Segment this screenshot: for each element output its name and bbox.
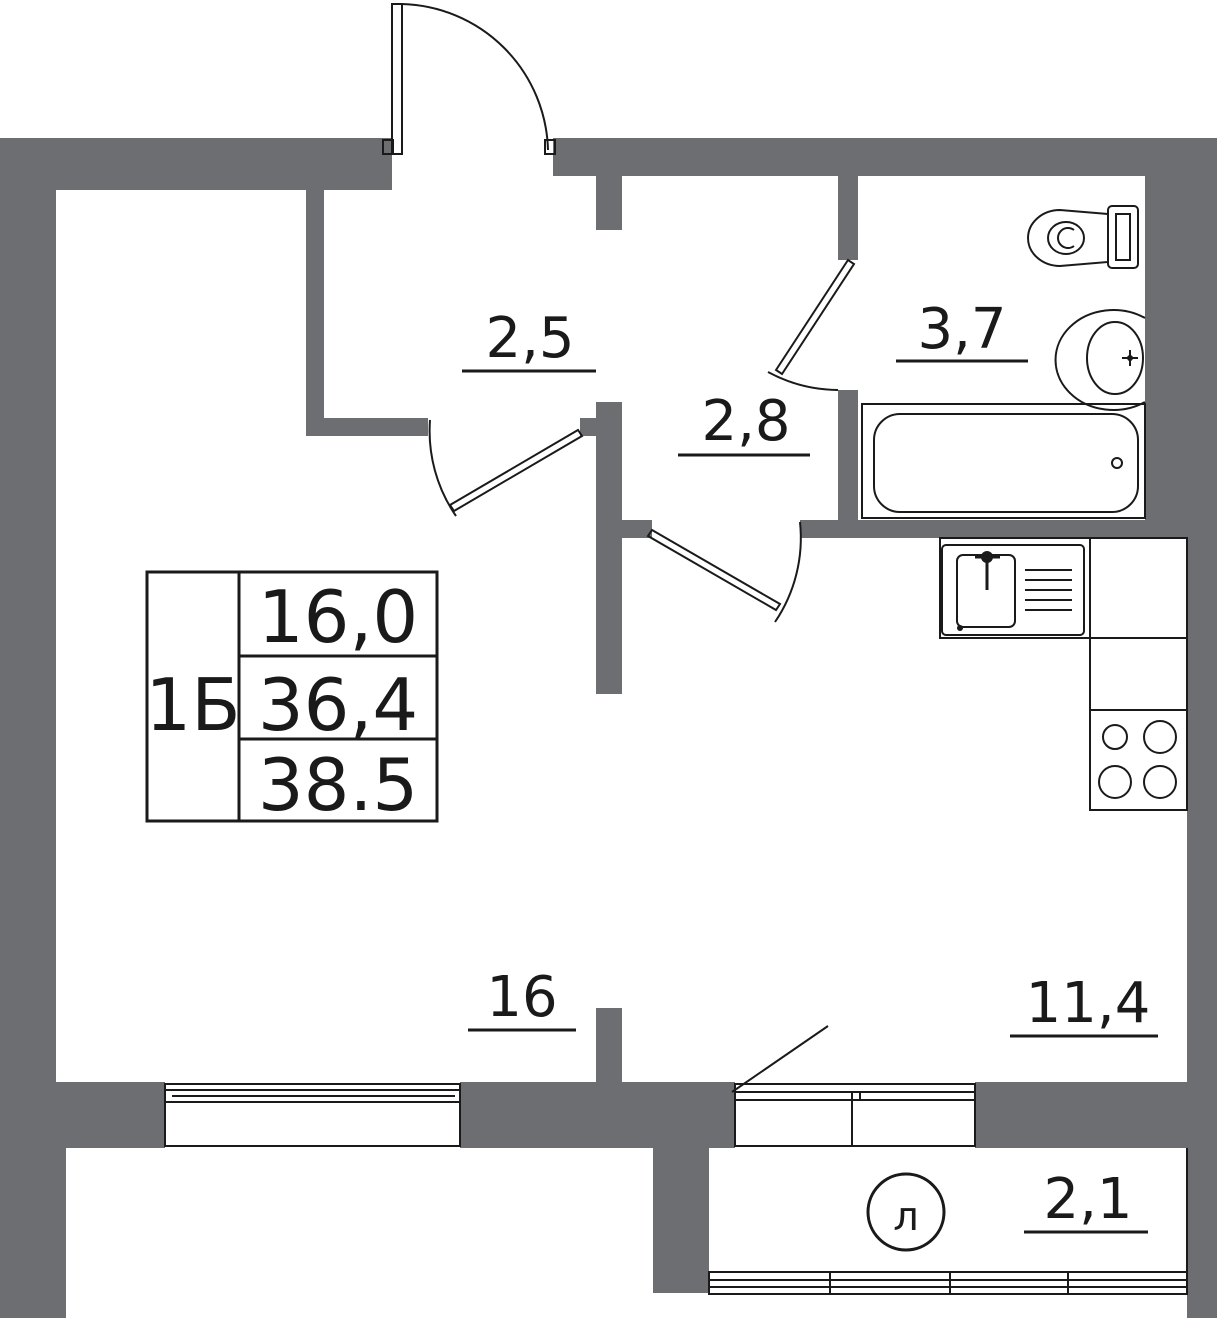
living-area-value: 16,0 bbox=[258, 575, 418, 659]
partition-center-jamb bbox=[622, 520, 652, 538]
bathtub-icon bbox=[861, 403, 1146, 519]
hall-area-label: 2,8 bbox=[701, 389, 790, 454]
kitchen-counter bbox=[939, 537, 1188, 639]
outer-wall-right-lower bbox=[1187, 538, 1217, 1318]
corridor-wall-left bbox=[306, 172, 324, 436]
windows bbox=[164, 1083, 1188, 1295]
kitchen-area-label: 11,4 bbox=[1026, 971, 1151, 1036]
door-bathroom-leaf bbox=[774, 258, 856, 376]
room-labels: 2,5 2,8 3,7 16 11,4 2,1 л bbox=[462, 297, 1158, 1252]
loggia-area-label: 2,1 bbox=[1043, 1167, 1132, 1232]
corridor-wall-pier bbox=[596, 172, 622, 230]
entrance-door bbox=[382, 3, 556, 155]
total-with-loggia-value: 38.5 bbox=[258, 743, 418, 827]
sink-icon bbox=[1054, 309, 1146, 411]
outer-wall-left-stub bbox=[0, 1148, 66, 1318]
kitchen-sink-icon bbox=[941, 544, 1085, 636]
corridor-door-jamb bbox=[580, 418, 596, 436]
stove-icon bbox=[1089, 709, 1188, 811]
door-bathroom-swing bbox=[767, 371, 839, 391]
entrance-door-jamb-left bbox=[382, 139, 394, 155]
summary-table-frame bbox=[145, 570, 439, 823]
entrance-door-leaf bbox=[391, 3, 403, 155]
bathroom-wall-bottom bbox=[800, 520, 1145, 538]
loggia-marker-label: л bbox=[893, 1194, 919, 1240]
bathroom-area-label: 3,7 bbox=[917, 297, 1006, 362]
toilet-icon bbox=[1027, 205, 1139, 269]
total-area-value: 36,4 bbox=[258, 663, 418, 747]
corridor-wall-bottom bbox=[306, 418, 428, 436]
door-loggia-leaf bbox=[731, 1025, 829, 1093]
window-kitchen bbox=[734, 1083, 976, 1147]
loggia-wall-left bbox=[653, 1148, 709, 1293]
partition-center bbox=[596, 402, 622, 694]
window-living-room bbox=[164, 1083, 461, 1147]
door-kitchen-leaf bbox=[646, 528, 782, 612]
kitchen-fixtures bbox=[939, 537, 1188, 811]
partition-bottom-pier bbox=[596, 1008, 622, 1086]
apartment-type: 1Б bbox=[145, 663, 240, 747]
bathroom-fixtures bbox=[861, 205, 1146, 519]
bathroom-wall-left bbox=[838, 390, 858, 538]
outer-wall-top-right bbox=[553, 138, 1217, 176]
outer-wall-bottom-left bbox=[0, 1082, 165, 1148]
entrance-door-jamb-right bbox=[544, 139, 556, 155]
door-living-swing bbox=[428, 419, 457, 517]
living-room-area-label: 16 bbox=[486, 965, 557, 1030]
door-kitchen-swing bbox=[774, 521, 802, 623]
outer-wall-bottom-mid bbox=[460, 1082, 735, 1148]
door-living-leaf bbox=[448, 428, 584, 513]
corridor-area-label: 2,5 bbox=[485, 306, 574, 371]
entrance-door-swing bbox=[401, 3, 549, 151]
summary-table: 1Б 16,0 36,4 38.5 bbox=[145, 570, 439, 827]
walls bbox=[0, 138, 1217, 1318]
outer-wall-bottom-right bbox=[975, 1082, 1217, 1148]
outer-wall-top-left bbox=[0, 138, 392, 190]
loggia-marker-circle bbox=[866, 1172, 946, 1252]
interior-doors bbox=[428, 258, 856, 1093]
outer-wall-right bbox=[1145, 138, 1217, 538]
bathroom-wall-top-pier bbox=[838, 172, 858, 260]
window-loggia bbox=[708, 1148, 1188, 1295]
